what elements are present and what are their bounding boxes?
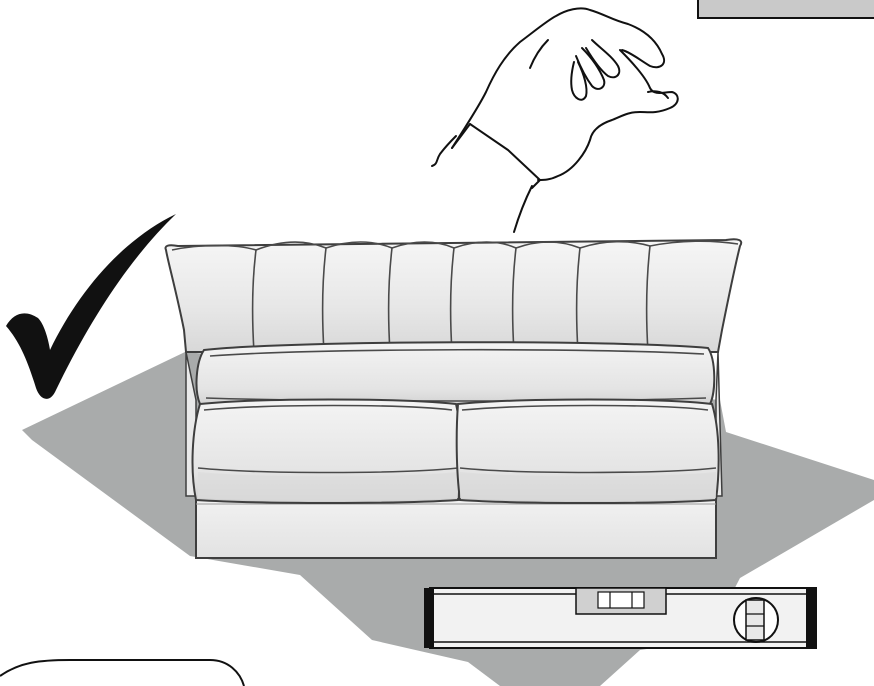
spirit-level-icon [424,588,816,648]
note-box-corner [0,660,244,686]
seat-cushion-right [457,400,719,504]
back-cushion [197,342,715,408]
hand-icon [432,8,678,232]
sofa [166,239,742,558]
sofa-back [166,239,742,352]
seat-cushion-left [193,400,461,504]
corner-panel [698,0,874,18]
level-bubble-vertical [734,598,778,642]
level-bubble-horizontal [576,588,666,614]
